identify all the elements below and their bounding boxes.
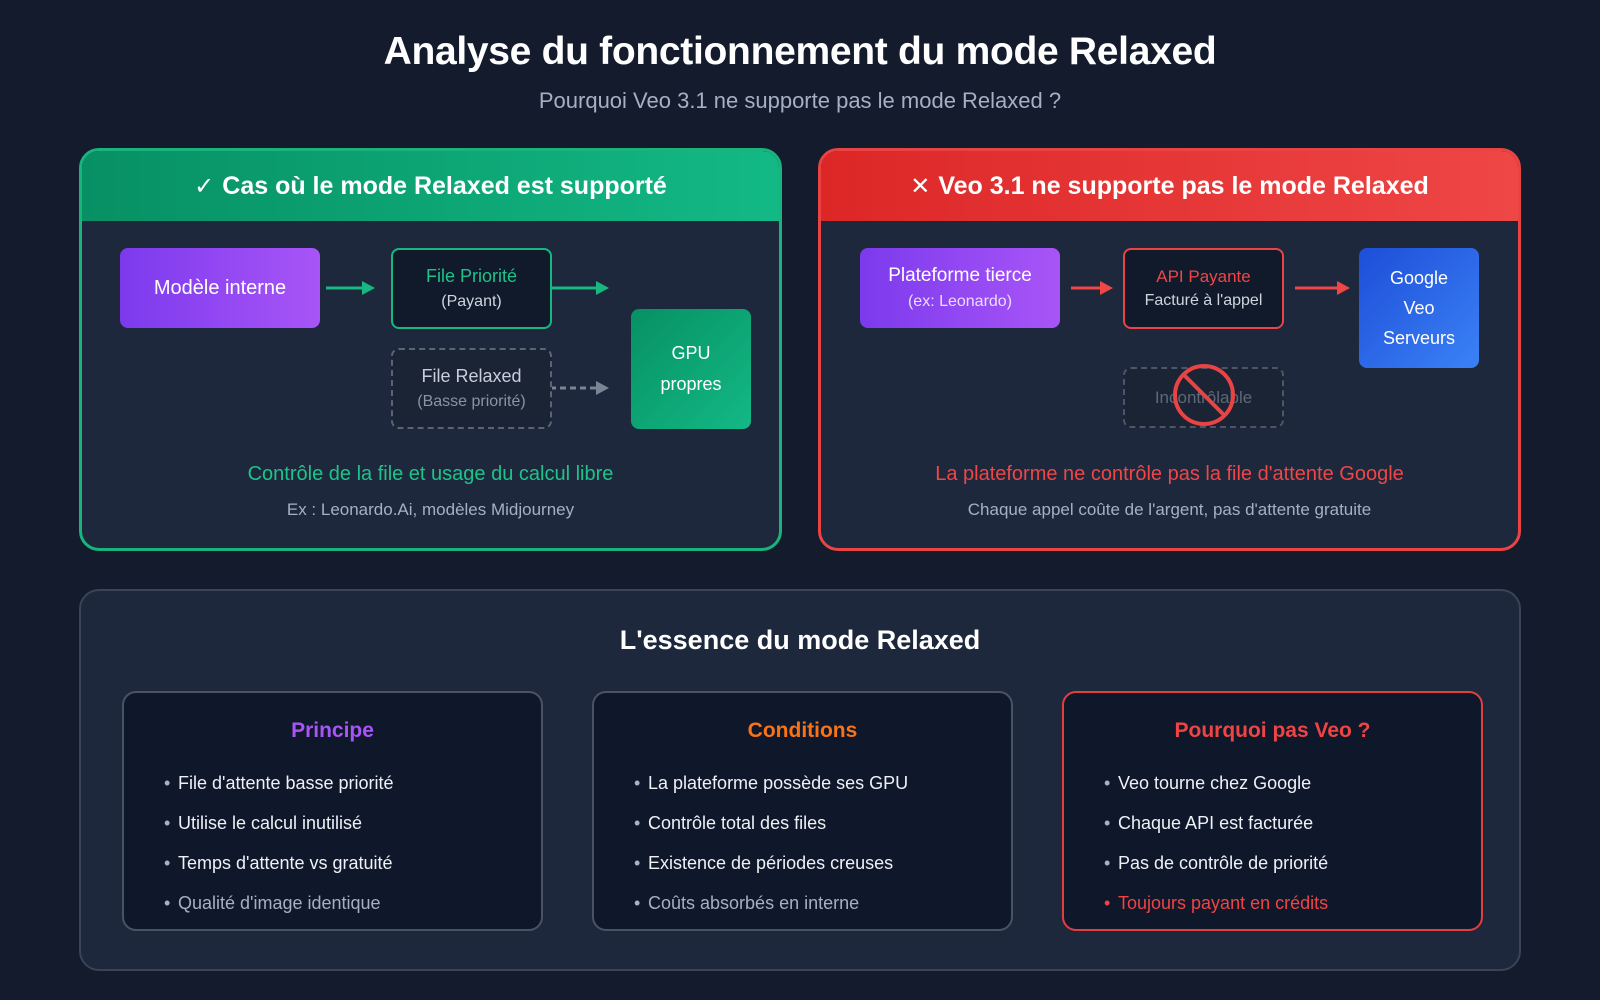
google-line2: Veo <box>1403 297 1435 318</box>
list-item: •Veo tourne chez Google <box>1104 773 1312 793</box>
internal-model-label: Modèle interne <box>153 277 287 299</box>
list-item: •Pas de contrôle de priorité <box>1104 853 1329 873</box>
essence-section: L'essence du mode Relaxed Principe •File… <box>79 589 1521 971</box>
why-not-veo-card-title: Pourquoi pas Veo ? <box>1174 719 1371 742</box>
own-gpu-node: GPU propres <box>631 309 751 429</box>
conditions-list: •La plateforme possède ses GPU •Contrôle… <box>634 769 908 929</box>
principle-card-title: Principe <box>291 719 374 742</box>
arrow-platform-to-api <box>1071 281 1113 295</box>
arrow-internal-to-priority <box>326 281 375 295</box>
priority-queue-sub: (Payant) <box>441 293 502 310</box>
relaxed-queue-node: File Relaxed (Basse priorité) <box>391 348 552 429</box>
supported-panel-title: Cas où le mode Relaxed est supporté <box>222 171 667 200</box>
google-veo-node: Google Veo Serveurs <box>1359 248 1479 368</box>
platform-label: Plateforme tierce <box>888 264 1032 286</box>
relaxed-queue-sub: (Basse priorité) <box>417 393 526 410</box>
paid-api-node: API Payante Facturé à l'appel <box>1123 248 1284 329</box>
priority-queue-node: File Priorité (Payant) <box>391 248 552 329</box>
list-item: •Existence de périodes creuses <box>634 853 894 873</box>
unsupported-panel-title: Veo 3.1 ne supporte pas le mode Relaxed <box>938 171 1429 200</box>
list-item: •Toujours payant en crédits <box>1104 893 1329 913</box>
paid-api-sub: Facturé à l'appel <box>1144 292 1263 310</box>
supported-sub-note: Ex : Leonardo.Ai, modèles Midjourney <box>286 500 575 519</box>
essence-title: L'essence du mode Relaxed <box>619 625 981 655</box>
arrow-priority-to-gpu <box>550 281 609 295</box>
why-not-veo-card: Pourquoi pas Veo ? •Veo tourne chez Goog… <box>1062 691 1483 931</box>
supported-flow-arrows <box>326 281 609 395</box>
unsupported-panel: ✕ Veo 3.1 ne supporte pas le mode Relaxe… <box>818 148 1521 551</box>
internal-model-node: Modèle interne <box>120 248 320 328</box>
page-title: Analyse du fonctionnement du mode Relaxe… <box>383 30 1217 73</box>
supported-panel: ✓ Cas où le mode Relaxed est supporté Mo… <box>79 148 782 551</box>
list-item: •File d'attente basse priorité <box>164 773 394 793</box>
paid-api-label: API Payante <box>1156 266 1251 286</box>
page-subtitle: Pourquoi Veo 3.1 ne supporte pas le mode… <box>538 88 1062 113</box>
principle-card: Principe •File d'attente basse priorité … <box>122 691 543 931</box>
list-item: •Temps d'attente vs gratuité <box>164 853 393 873</box>
own-gpu-line2: propres <box>660 374 722 394</box>
own-gpu-line1: GPU <box>671 343 711 364</box>
principle-list: •File d'attente basse priorité •Utilise … <box>164 769 394 929</box>
conditions-card: Conditions •La plateforme possède ses GP… <box>592 691 1013 931</box>
supported-note: Contrôle de la file et usage du calcul l… <box>247 463 614 485</box>
google-line3: Serveurs <box>1382 328 1456 349</box>
third-party-platform-node: Plateforme tierce (ex: Leonardo) <box>860 248 1060 328</box>
relaxed-queue-label: File Relaxed <box>421 366 522 386</box>
unsupported-flow-arrows <box>1071 281 1350 295</box>
unsupported-note: La plateforme ne contrôle pas la file d'… <box>935 463 1404 485</box>
close-icon: ✕ <box>910 172 931 200</box>
arrow-api-to-google <box>1295 281 1350 295</box>
list-item: •La plateforme possède ses GPU <box>634 773 909 793</box>
platform-sub: (ex: Leonardo) <box>907 293 1013 311</box>
priority-queue-label: File Priorité <box>425 266 518 286</box>
list-item: •Utilise le calcul inutilisé <box>164 813 363 833</box>
list-item: •Qualité d'image identique <box>164 893 381 913</box>
unsupported-panel-header: ✕ Veo 3.1 ne supporte pas le mode Relaxe… <box>821 151 1518 221</box>
unsupported-sub-note: Chaque appel coûte de l'argent, pas d'at… <box>967 500 1372 519</box>
arrow-relaxed-to-gpu <box>550 381 609 395</box>
supported-panel-header: ✓ Cas où le mode Relaxed est supporté <box>82 151 779 221</box>
google-line1: Google <box>1389 267 1449 288</box>
why-not-veo-list: •Veo tourne chez Google •Chaque API est … <box>1104 769 1328 929</box>
prohibited-icon <box>1173 364 1235 426</box>
list-item: •Chaque API est facturée <box>1104 813 1314 833</box>
uncontrollable-node: Incontrôlable <box>1123 367 1284 428</box>
conditions-card-title: Conditions <box>747 719 858 742</box>
check-icon: ✓ <box>194 172 215 200</box>
list-item: •Contrôle total des files <box>634 813 827 833</box>
list-item: •Coûts absorbés en interne <box>634 893 860 913</box>
